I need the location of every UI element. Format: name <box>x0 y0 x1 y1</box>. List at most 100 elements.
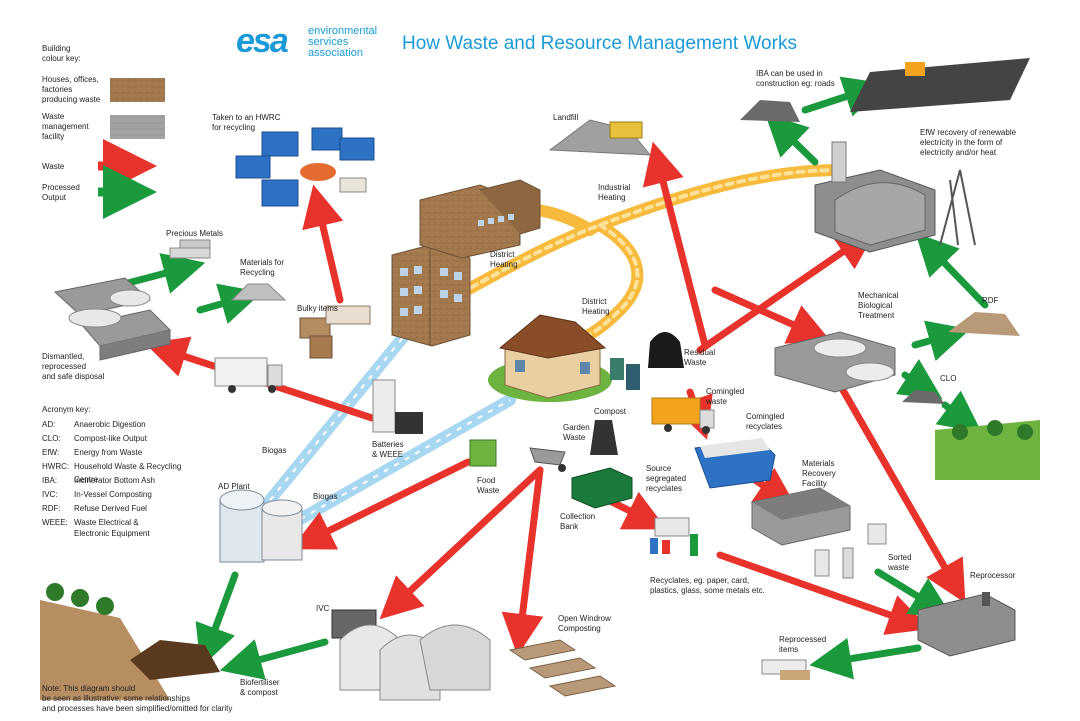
acronym-list: AD: Anaerobic Digestion CLO: Compost-like … <box>42 418 222 538</box>
collection-bank-icon <box>571 467 633 509</box>
dismantled-line-2: reprocessed <box>42 362 87 371</box>
key-waste-label: Waste <box>42 162 65 171</box>
hwrc-containers-icon <box>235 127 375 207</box>
batteries-weee-icon <box>372 379 423 434</box>
dismantled-line-1: Dismantled, <box>42 352 85 361</box>
reprocessed-line-2: items <box>779 645 799 654</box>
org-line-3: association <box>308 47 364 59</box>
key-houses-line-1: Houses, offices, <box>42 75 99 84</box>
acronym-value: Household Waste & Recycling Centre <box>74 462 182 484</box>
comingled-waste-line-2: waste <box>706 397 727 406</box>
biogas-pipes <box>264 329 516 531</box>
key-facility-label: Waste management facility <box>42 112 89 142</box>
clo-field-icon <box>935 420 1040 480</box>
ad-plant-icon <box>219 489 303 563</box>
field-icon <box>40 583 220 700</box>
reprocessor-icon <box>917 592 1016 657</box>
district2-line-2: Heating <box>582 307 610 316</box>
biofert-line-2: & compost <box>240 688 278 697</box>
key-facility-line-1: Waste <box>42 112 65 121</box>
acronym-value: Electronic Equipment <box>74 529 150 538</box>
note-line-3: and processes have been simplified/omitt… <box>42 704 233 713</box>
sorted-line-2: waste <box>888 563 909 572</box>
food-line-1: Food <box>477 476 496 485</box>
materials-pile-icon <box>230 283 287 301</box>
processed-arrows <box>124 76 989 680</box>
acronym-key: RDF: <box>42 504 61 513</box>
colour-key-heading: Building colour key: <box>42 44 81 64</box>
ivc-facility-icon <box>331 609 491 701</box>
acronym-value: Refuse Derived Fuel <box>74 504 147 513</box>
key-houses-line-2: factories <box>42 85 73 94</box>
efw-line-2: electricity in the form of <box>920 138 1003 147</box>
mbt-line-3: Treatment <box>858 311 895 320</box>
comingled-recyclates-line-1: Comingled <box>746 412 785 421</box>
acronym-key: AD: <box>42 420 56 429</box>
biogas-label-1: Biogas <box>262 446 287 455</box>
acronym-value: In-Vessel Composting <box>74 490 152 499</box>
iba-pile-icon <box>740 100 800 122</box>
comingled-truck-icon <box>651 397 715 434</box>
garden-line-1: Garden <box>563 423 590 432</box>
iba-line-2: construction eg: roads <box>756 79 835 88</box>
house-icon <box>488 314 612 402</box>
mbt-facility-icon <box>774 331 896 393</box>
key-houses-line-3: producing waste <box>42 95 101 104</box>
acronym-value: Anaerobic Digestion <box>74 420 146 429</box>
key-heading-line-1: Building <box>42 44 71 53</box>
compost-label: Compost <box>594 407 627 416</box>
materials-line-2: Recycling <box>240 268 275 277</box>
residual-line-2: Waste <box>684 358 707 367</box>
precious-metals-icon <box>169 239 211 259</box>
district1-line-2: Heating <box>490 260 518 269</box>
clo-label: CLO <box>940 374 957 383</box>
recyclates-label: Recyclates, eg. paper, card,plastics, gl… <box>650 576 765 596</box>
bank-line-2: Bank <box>560 522 579 531</box>
precious-metals-label: Precious Metals <box>166 229 223 238</box>
district1-line-1: District <box>490 250 515 259</box>
bank-line-1: Collection <box>560 512 596 521</box>
acronym-key: CLO: <box>42 434 61 443</box>
recyclates-line-2: plastics, glass, some metals etc. <box>650 586 765 595</box>
office-building-icon <box>391 244 471 347</box>
landfill-icon <box>548 119 652 156</box>
acronym-value: Energy from Waste <box>74 448 143 457</box>
efw-line-1: EfW recovery of renewable <box>920 128 1017 137</box>
key-facility-swatch <box>110 115 165 139</box>
note-line-2: be seen as illustrative; some relationsh… <box>42 694 191 703</box>
key-processed-line-1: Processed <box>42 183 80 192</box>
iba-line-1: IBA can be used in <box>756 69 823 78</box>
biofert-line-1: Biofertiliser <box>240 678 280 687</box>
acronym-heading: Acronym key: <box>42 405 91 414</box>
key-heading-line-2: colour key: <box>42 54 81 63</box>
mbt-line-1: Mechanical <box>858 291 899 300</box>
ivc-label: IVC <box>316 604 330 613</box>
rdf-pile-icon <box>948 312 1020 336</box>
source-line-2: segregated <box>646 474 687 483</box>
bulky-items-label: Bulky items <box>297 304 338 313</box>
batteries-line-2: & WEEE <box>372 450 404 459</box>
bins-icon <box>610 358 640 390</box>
windrow-icon <box>508 639 617 697</box>
road-icon <box>850 58 1030 112</box>
acronym-value: Compost-like Output <box>74 434 147 443</box>
mrf-line-1: Materials <box>802 459 835 468</box>
acronym-value: Incinerator Bottom Ash <box>74 476 155 485</box>
bulky-items-icon <box>299 305 371 359</box>
landfill-label: Landfill <box>553 113 579 122</box>
mrf-line-2: Recovery <box>802 469 836 478</box>
mbt-line-2: Biological <box>858 301 893 310</box>
esa-logo: esa <box>236 22 289 60</box>
residual-line-1: Residual <box>684 348 716 357</box>
